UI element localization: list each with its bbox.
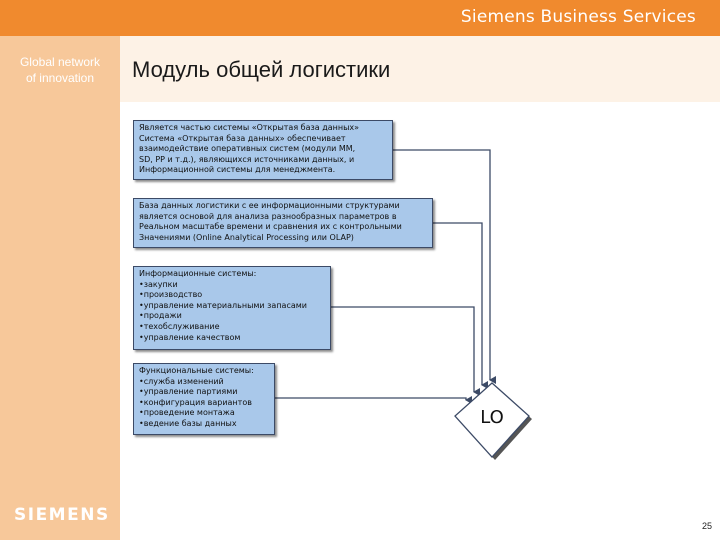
connector-2 [433,222,488,389]
box1-line: Информационной системы для менеджмента. [139,165,336,175]
box1-line: Система «Открытая база данных» обеспечив… [139,133,346,143]
lo-diamond [454,382,530,458]
connector-4 [275,396,472,404]
box-open-database: Является частью системы «Открытая база д… [133,120,393,180]
box1-line: взаимодействие оперативных систем (модул… [139,144,356,154]
connector-3 [331,306,480,396]
box3-item: закупки [139,280,325,291]
box2-line: Реальном масштабе времени и сравнения их… [139,222,402,232]
box2-line: является основой для анализа разнообразн… [139,211,397,221]
box3-heading: Информационные системы: [139,269,257,278]
page-title: Модуль общей логистики [132,57,391,82]
tagline-line-2: of innovation [25,71,95,85]
box-information-systems: Информационные системы: закупки производ… [133,266,331,350]
tagline: Global network of innovation [0,54,120,86]
lo-label: LO [480,407,504,428]
brand-name: Siemens Business Services [460,7,696,27]
box3-item: управление качеством [139,333,325,344]
siemens-logo: SIEMENS [14,505,110,525]
box3-item: продажи [139,311,325,322]
box4-item: служба изменений [139,377,269,388]
box2-line: База данных логистики с ее информационны… [139,201,400,210]
box1-line: Является частью системы «Открытая база д… [139,123,360,132]
box3-item: управление материальными запасами [139,301,325,312]
title-bar [120,36,720,102]
box4-item: конфигурация вариантов [139,398,269,409]
page-number: 25 [701,521,712,531]
box4-heading: Функциональные системы: [139,366,254,375]
box3-item: производство [139,290,325,301]
box2-line: Значениями (Online Analytical Processing… [139,232,354,242]
header-bar: Siemens Business Services [0,0,720,36]
box-logistics-database: База данных логистики с ее информационны… [133,198,433,248]
box4-item: проведение монтажа [139,408,269,419]
sidebar [0,36,120,540]
box3-item: техобслуживание [139,322,325,333]
box4-item: ведение базы данных [139,419,269,430]
tagline-line-1: Global network [19,55,101,69]
box4-item: управление партиями [139,387,269,398]
box1-line: SD, PP и т.д.), являющихся источниками д… [139,154,355,164]
box-functional-systems: Функциональные системы: служба изменений… [133,363,275,435]
connector-1 [393,149,496,384]
